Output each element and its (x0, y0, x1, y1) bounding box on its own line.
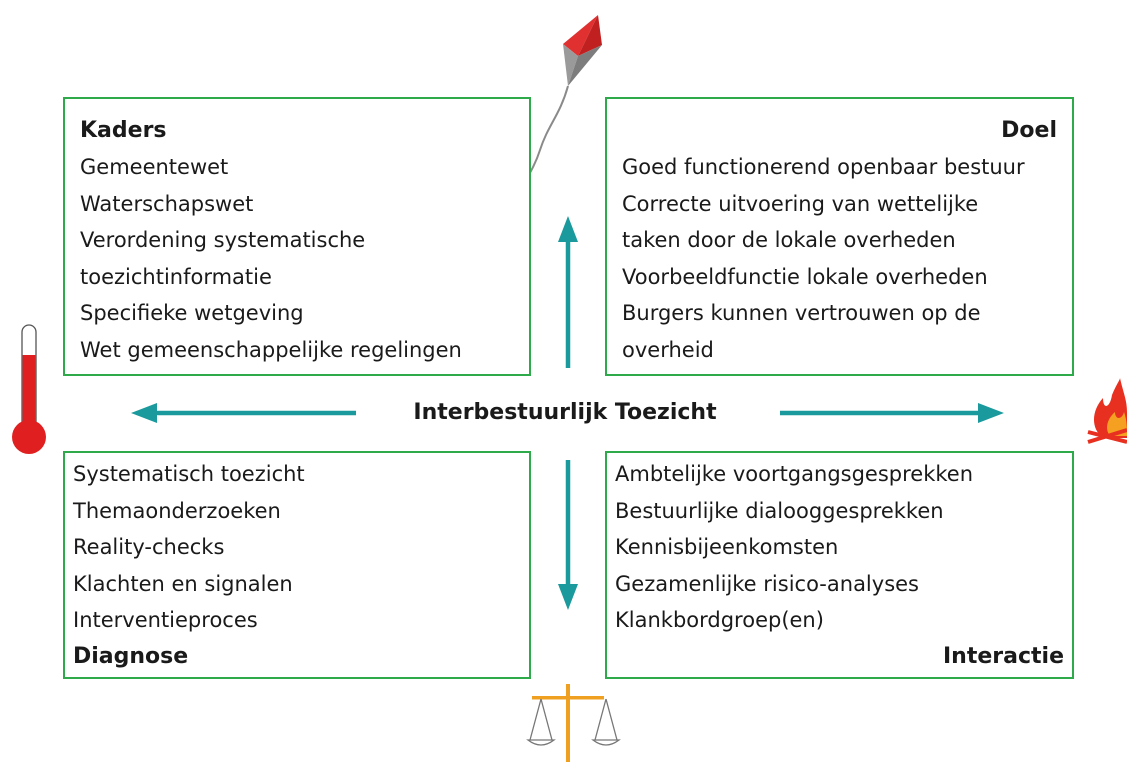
kaders-item: Specifieke wetgeving (80, 301, 304, 325)
diagnose-item: Reality-checks (73, 535, 225, 559)
doel-item: overheid (622, 337, 714, 362)
doel-item: Goed functionerend openbaar bestuur (622, 155, 1025, 179)
interactie-list: Ambtelijke voortgangsgesprekken Bestuurl… (615, 456, 1064, 639)
kaders-box: Kaders Gemeentewet Waterschapswet Verord… (63, 97, 531, 376)
fire-icon (1087, 378, 1127, 444)
doel-item: Correcte uitvoering van wettelijke (622, 191, 979, 216)
arrow-down (558, 460, 578, 610)
kaders-item: Verordening systematische (80, 228, 366, 252)
diagnose-item: Klachten en signalen (73, 571, 293, 596)
scales-icon (526, 684, 621, 762)
doel-item: taken door de lokale overheden (622, 228, 956, 252)
kaders-list: Gemeentewet Waterschapswet Verordening s… (80, 149, 529, 368)
interactie-title: Interactie (943, 643, 1064, 669)
doel-item: Burgers kunnen vertrouwen op de (622, 301, 981, 325)
center-label: Interbestuurlijk Toezicht (413, 400, 717, 425)
kaders-item: Gemeentewet (80, 155, 229, 179)
diagnose-box: Systematisch toezicht Themaonderzoeken R… (63, 451, 531, 679)
interactie-box: Ambtelijke voortgangsgesprekken Bestuurl… (605, 451, 1074, 679)
diagnose-list: Systematisch toezicht Themaonderzoeken R… (73, 456, 529, 639)
interactie-item: Ambtelijke voortgangsgesprekken (615, 462, 974, 486)
doel-list: Goed functionerend openbaar bestuur Corr… (622, 149, 1057, 368)
diagnose-title: Diagnose (73, 643, 189, 669)
diagnose-item: Interventieproces (73, 608, 258, 632)
doel-title: Doel (1001, 118, 1057, 143)
kaders-title: Kaders (80, 118, 167, 143)
arrow-left (131, 403, 356, 423)
interactie-item: Klankbordgroep(en) (615, 608, 824, 632)
kaders-item: toezichtinformatie (80, 264, 272, 289)
doel-item: Voorbeeldfunctie lokale overheden (622, 264, 988, 289)
diagnose-item: Systematisch toezicht (73, 462, 305, 486)
doel-box: Doel Goed functionerend openbaar bestuur… (605, 97, 1074, 376)
interactie-item: Gezamenlijke risico-analyses (615, 571, 919, 596)
kaders-item: Wet gemeenschappelijke regelingen (80, 337, 462, 362)
kaders-item: Waterschapswet (80, 191, 254, 216)
interactie-item: Kennisbijeenkomsten (615, 535, 839, 559)
interactie-item: Bestuurlijke dialooggesprekken (615, 498, 944, 523)
thermometer-icon (12, 324, 46, 454)
arrow-right (780, 403, 1004, 423)
arrow-up (558, 216, 578, 368)
diagnose-item: Themaonderzoeken (73, 498, 281, 523)
